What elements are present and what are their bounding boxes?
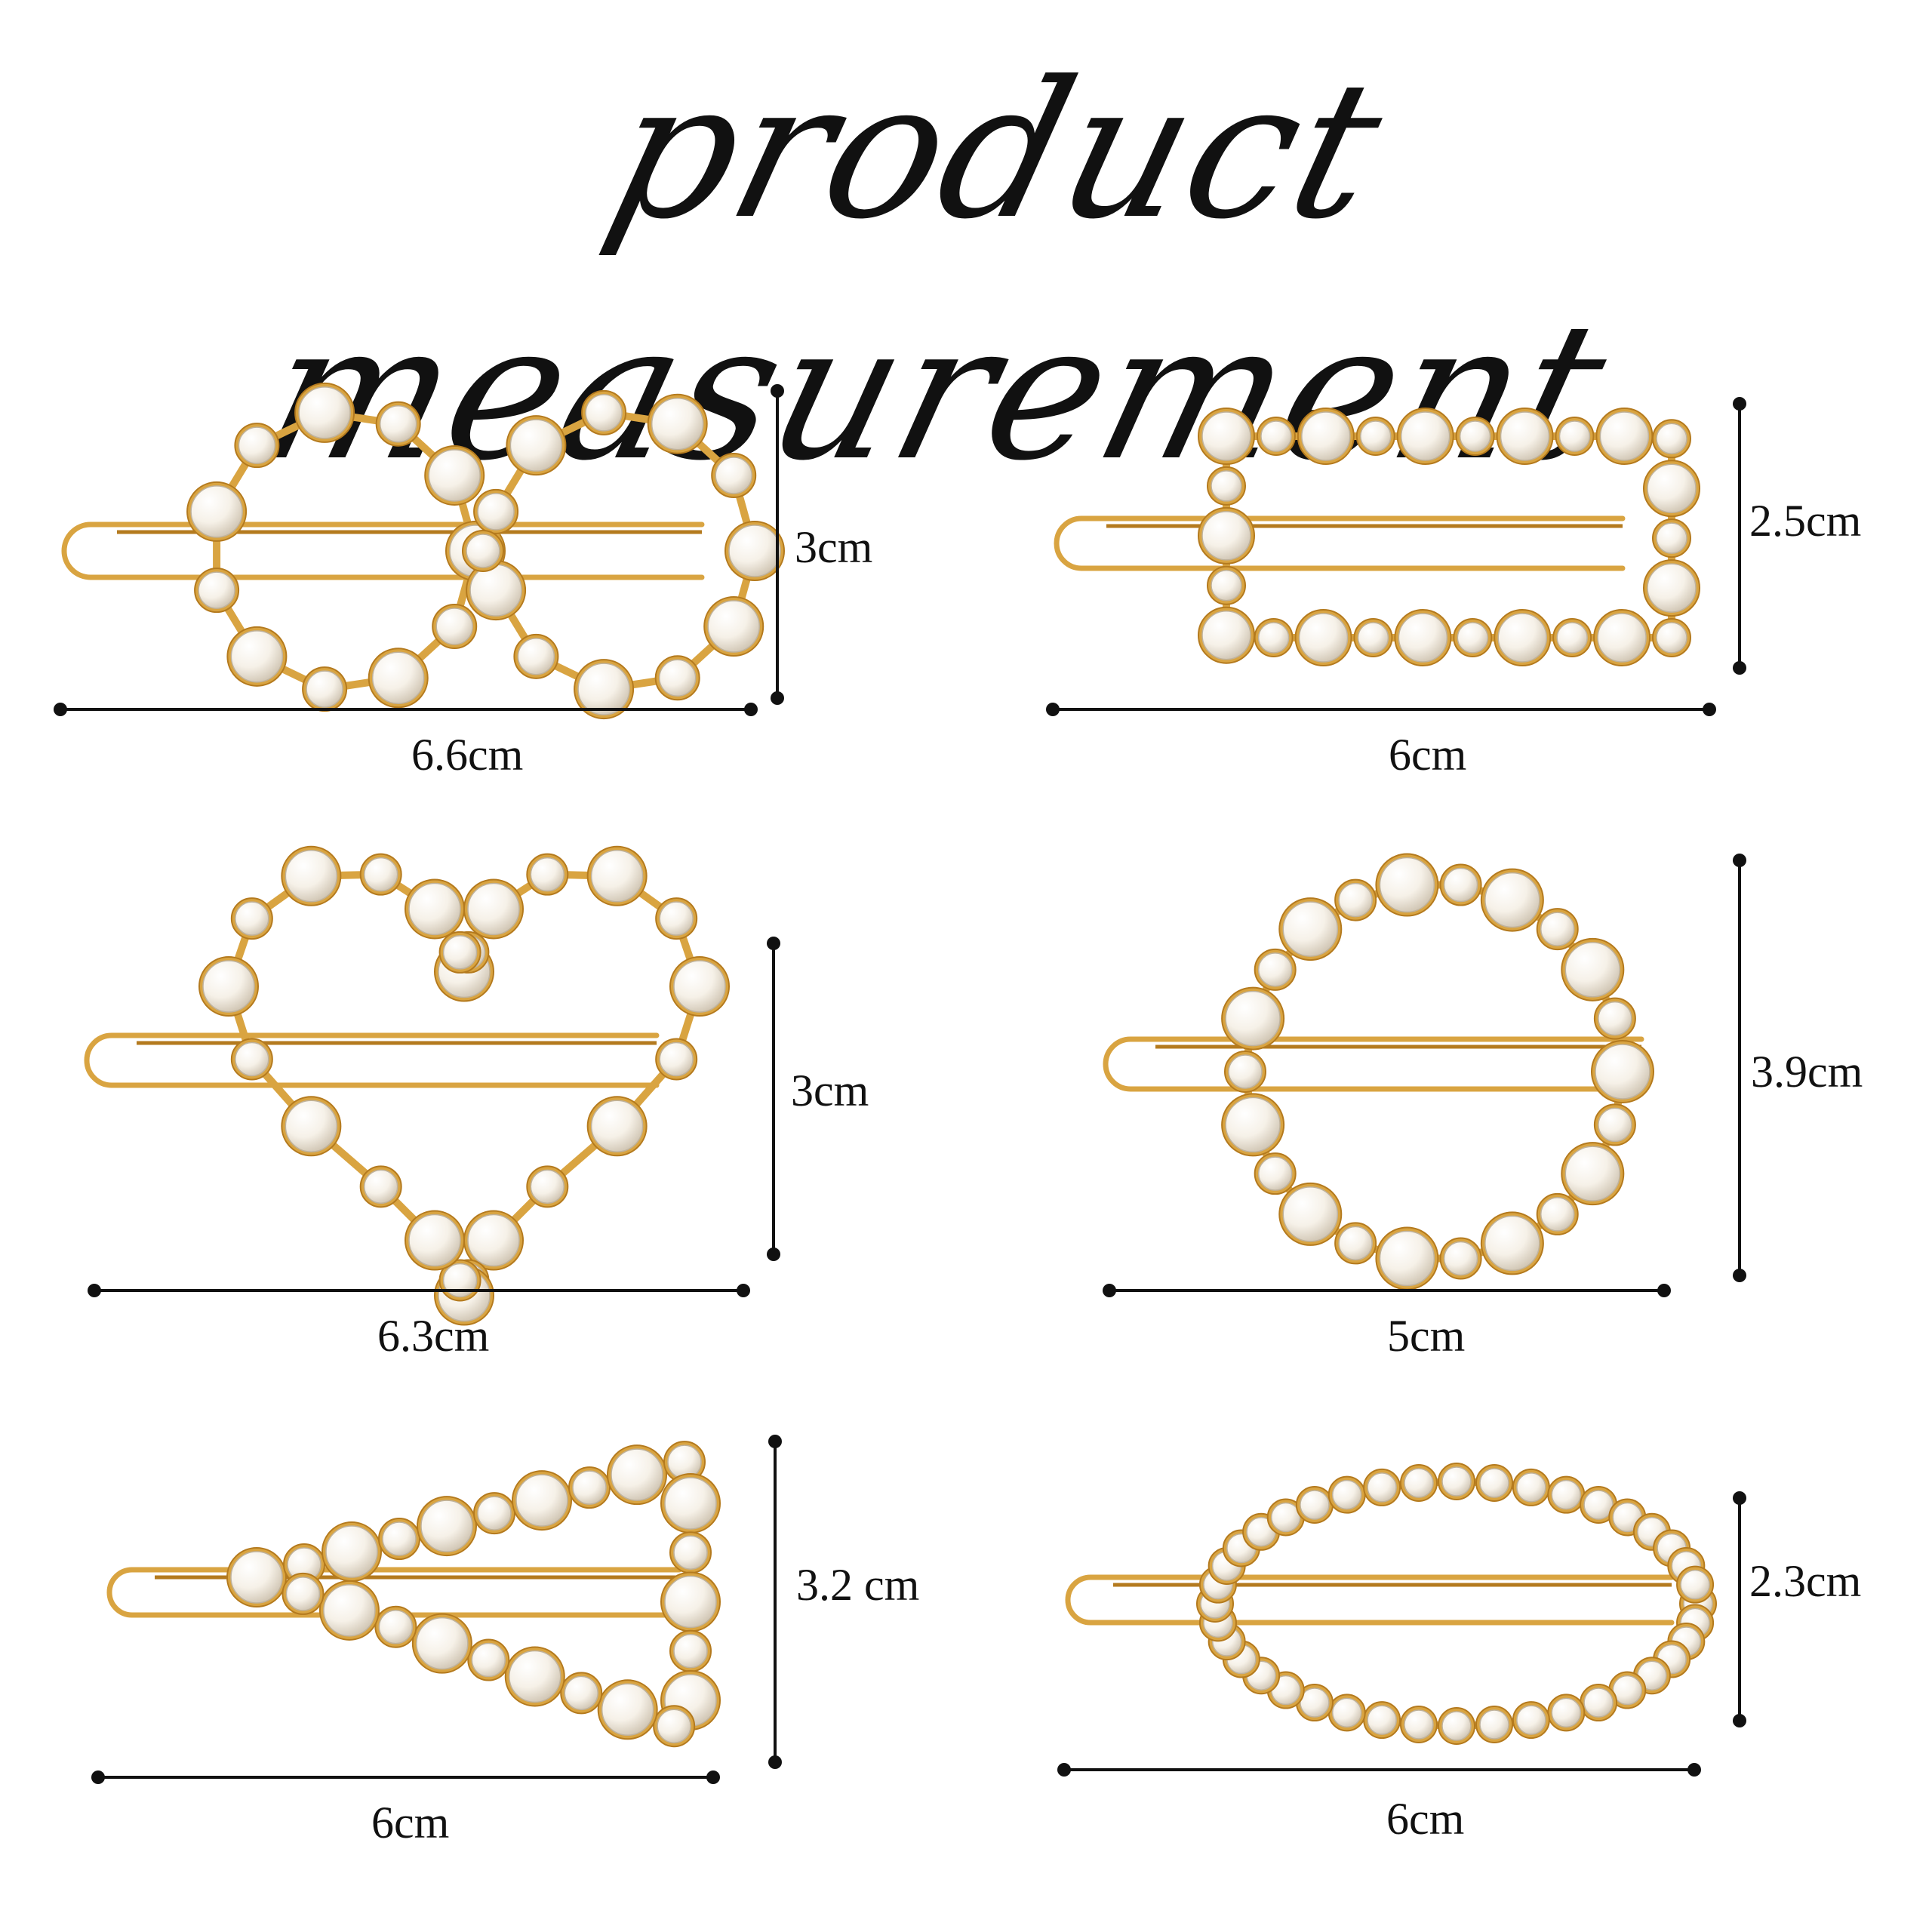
clip-6-height-label: 2.3cm — [1749, 1556, 1862, 1606]
dimension-line — [54, 703, 758, 716]
clip-5-width-label: 6cm — [371, 1798, 450, 1847]
clip-1-width-label: 6.6cm — [411, 730, 524, 780]
clip-5-height-label: 3.2 cm — [796, 1560, 920, 1610]
dimension-line — [1733, 854, 1746, 1282]
dimension-line — [768, 1435, 782, 1769]
oval-hair-clip — [1065, 1463, 1717, 1745]
dimension-line — [1733, 1491, 1746, 1727]
clip-2-width-label: 6cm — [1389, 730, 1467, 780]
dimension-line — [88, 1284, 750, 1297]
bow-hair-clip — [61, 382, 785, 720]
triangle-hair-clip — [106, 1441, 721, 1748]
dimension-line — [1057, 1763, 1701, 1777]
heart-hair-clip — [84, 845, 730, 1326]
dimension-line — [767, 937, 780, 1261]
clip-1-height-label: 3cm — [795, 522, 873, 572]
dimension-line — [1103, 1284, 1671, 1297]
clip-3-width-label: 6.3cm — [377, 1311, 490, 1361]
dimension-line — [91, 1770, 720, 1784]
dimension-line — [1733, 397, 1746, 675]
clip-3-height-label: 3cm — [791, 1066, 869, 1115]
clip-2-height-label: 2.5cm — [1749, 496, 1862, 546]
rectangle-hair-clip — [1054, 408, 1700, 666]
dimension-line — [771, 384, 784, 705]
clip-4-height-label: 3.9cm — [1751, 1047, 1863, 1097]
circle-hair-clip — [1103, 853, 1654, 1291]
dimension-line — [1046, 703, 1716, 716]
clip-4-width-label: 5cm — [1387, 1311, 1466, 1361]
clip-6-width-label: 6cm — [1386, 1794, 1465, 1844]
